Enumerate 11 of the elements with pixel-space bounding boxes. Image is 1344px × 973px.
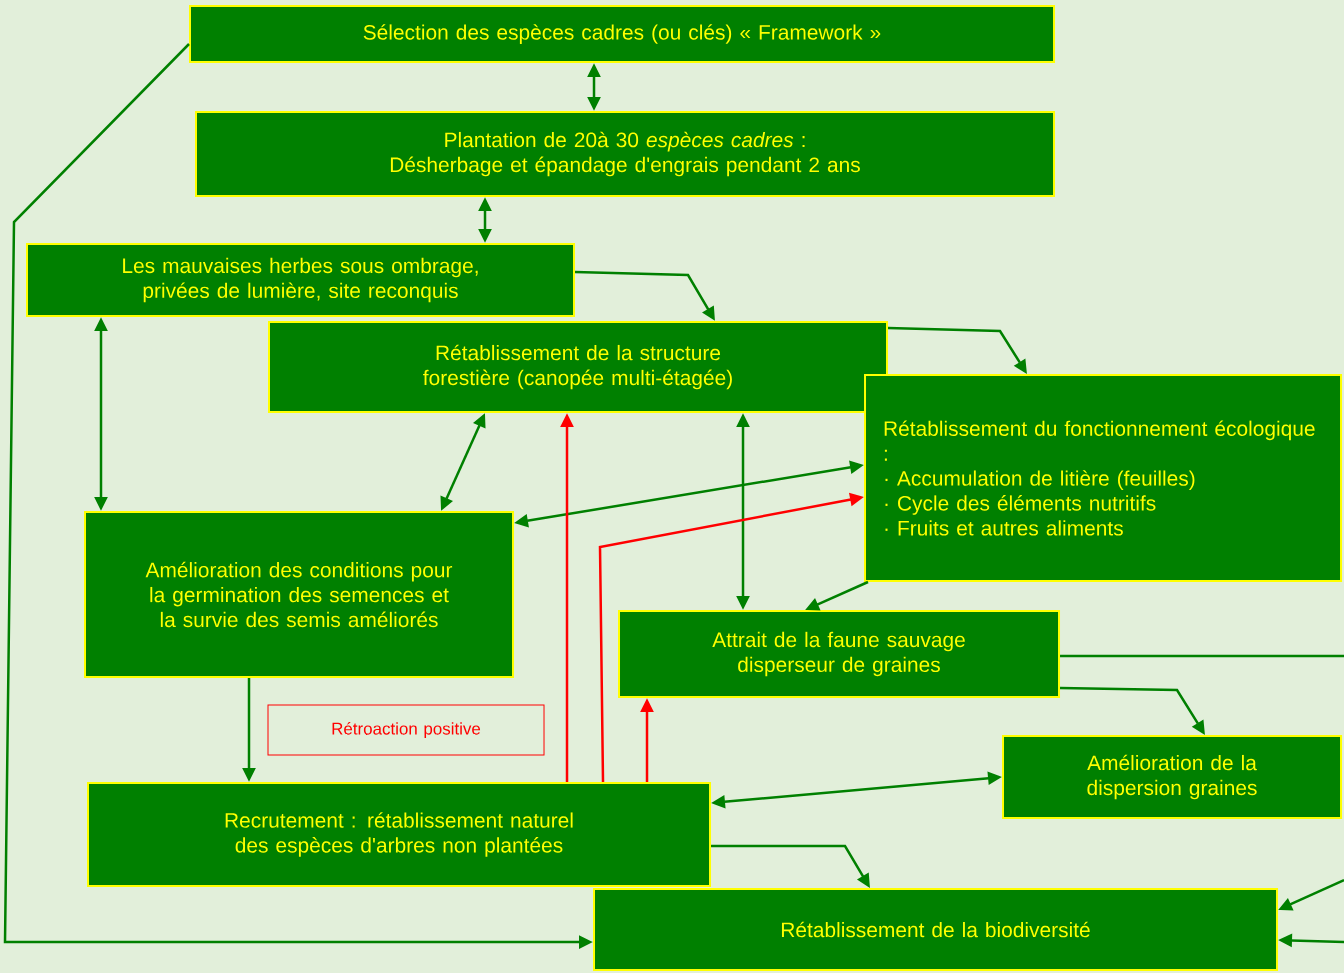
process-box: Plantation de 20à 30 espèces cadres : Désherbage et épandage d'engrais pendant 2 ans xyxy=(195,111,1055,197)
process-box: Rétablissement de la biodiversité xyxy=(593,888,1278,971)
process-box: Les mauvaises herbes sous ombrage, privées de lumière, site reconquis xyxy=(26,243,575,317)
process-box: Sélection des espèces cadres (ou clés) « Framework » xyxy=(189,5,1055,63)
process-box: Rétablissement de la structure forestière (canopée multi-étagée) xyxy=(268,321,888,413)
process-box: Amélioration des conditions pour la germination des semences et la survie des semis améliorés xyxy=(84,511,514,678)
process-box: Rétablissement du fonctionnement écologique : · Accumulation de litière (feuilles) · Cycle des éléments nutritifs · Fruits et autres aliments xyxy=(864,374,1342,582)
process-box: Recrutement : rétablissement naturel des espèces d'arbres non plantées xyxy=(87,782,711,887)
process-box: Amélioration de la dispersion graines xyxy=(1002,735,1342,819)
note-box: Rétroaction positive xyxy=(267,704,545,756)
process-box: Attrait de la faune sauvage disperseur de graines xyxy=(618,610,1060,698)
